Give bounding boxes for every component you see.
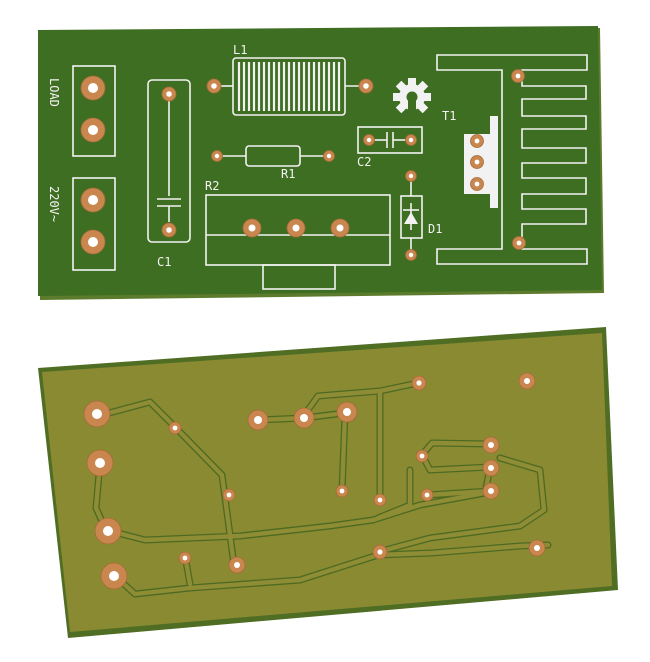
- c2-outline: [357, 126, 423, 154]
- mains-connector: 220V~: [47, 177, 116, 271]
- top-board: LOAD 220V~ C1 L1: [38, 26, 604, 300]
- diode-d1: D1: [400, 170, 442, 261]
- bottom-pads: [83, 372, 546, 590]
- load-connector-outline: [72, 65, 116, 157]
- capacitor-c2: C2: [357, 126, 423, 169]
- mains-connector-outline: [72, 177, 116, 271]
- r1-label: R1: [281, 167, 295, 181]
- d1-label: D1: [428, 222, 442, 236]
- mains-label: 220V~: [47, 186, 61, 222]
- r2-label: R2: [205, 179, 219, 193]
- open-hardware-gear-icon: [393, 78, 431, 115]
- l1-label: L1: [233, 43, 247, 57]
- top-board-surface: [38, 26, 602, 296]
- c1-outline: [147, 79, 191, 243]
- resistor-r2: R2: [205, 179, 391, 290]
- bottom-traces: [92, 379, 552, 598]
- c2-label: C2: [357, 155, 371, 169]
- c1-label: C1: [157, 255, 171, 269]
- load-label: LOAD: [47, 78, 61, 107]
- transformer-t1: T1: [436, 54, 588, 265]
- r2-tab: [262, 264, 336, 290]
- resistor-r1: R1: [211, 145, 335, 181]
- bottom-board: [38, 327, 618, 638]
- l1-coil: [237, 62, 341, 111]
- inductor-l1: L1: [206, 43, 374, 116]
- t1-label: T1: [442, 109, 456, 123]
- capacitor-c1: C1: [147, 79, 191, 269]
- load-connector: LOAD: [47, 65, 116, 157]
- t1-core-outline: [436, 54, 588, 265]
